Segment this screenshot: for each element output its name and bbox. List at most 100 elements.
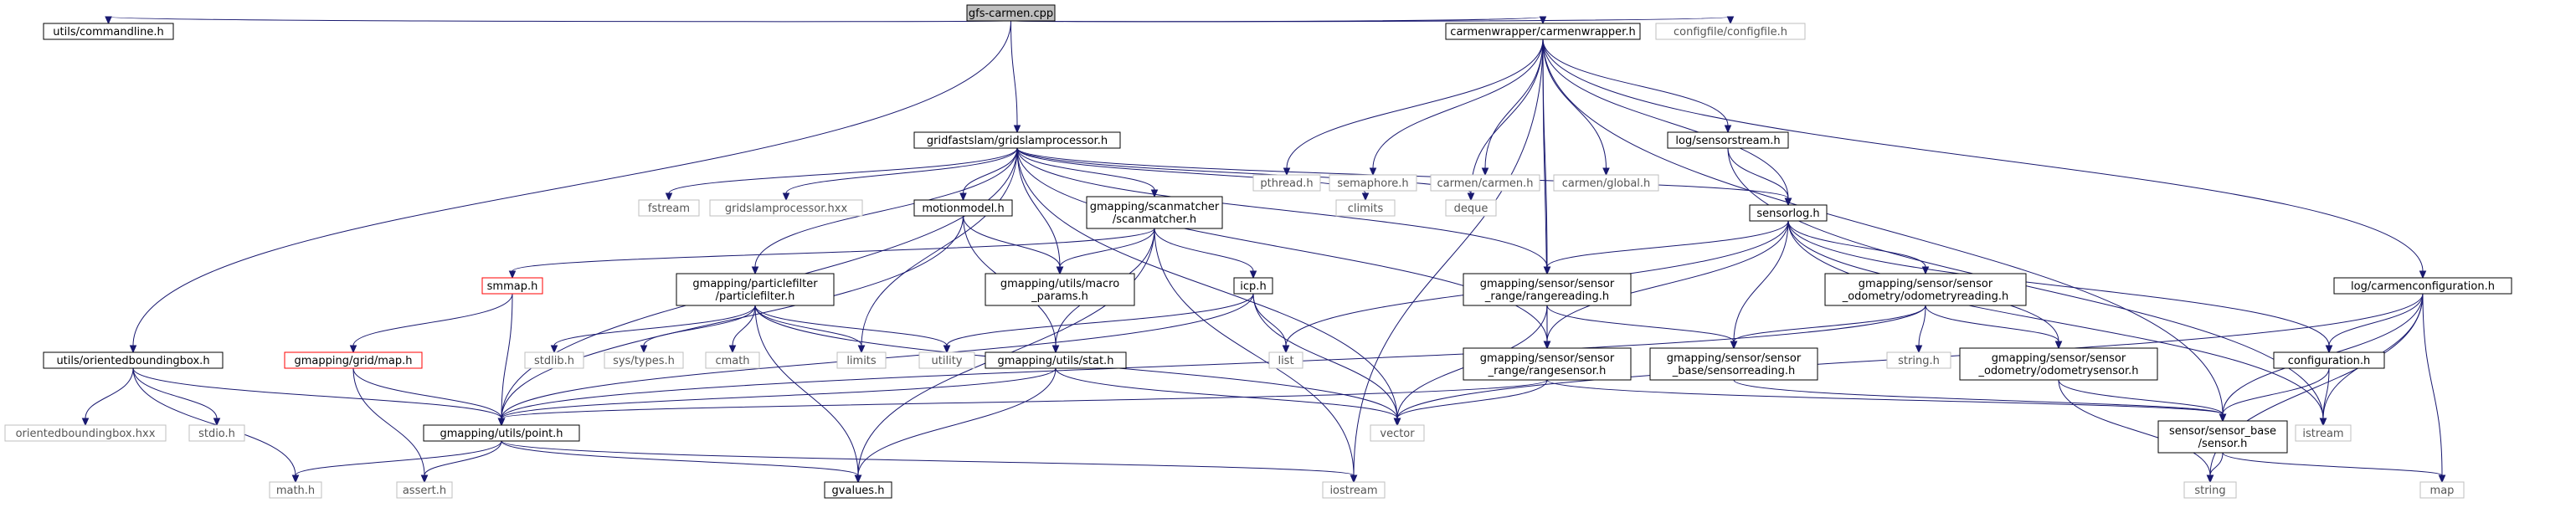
- node-label: gmapping/scanmatcher: [1090, 201, 1220, 213]
- edge-particlefilter-to-stdlib: [550, 305, 756, 354]
- arrowhead: [2206, 474, 2214, 484]
- node-label: limits: [846, 355, 877, 367]
- node-box: [1322, 481, 1386, 499]
- arrowhead: [1730, 341, 1738, 350]
- arrowhead: [1282, 345, 1290, 354]
- arrowhead: [1724, 125, 1732, 134]
- edge-point-to-gvalues: [501, 440, 862, 484]
- arrowhead: [1249, 270, 1257, 280]
- edge-odometrysensor-to-sensor: [2058, 379, 2227, 423]
- node-obb_hxx: orientedboundingbox.hxx: [4, 424, 167, 442]
- node-box: [188, 424, 245, 442]
- node-motionmodel[interactable]: motionmodel.h: [913, 199, 1013, 217]
- arrowhead: [2419, 270, 2427, 280]
- node-label: gfs-carmen.cpp: [969, 8, 1053, 20]
- node-vector: vector: [1370, 424, 1425, 442]
- edge-sensorstream-to-sensorlog: [1727, 147, 1792, 207]
- edge-orientedbb-to-stdio: [132, 367, 221, 427]
- edge-root-to-carmenwrapper: [1010, 16, 1547, 25]
- node-box: [1749, 204, 1828, 222]
- node-mapstd: map: [2419, 481, 2465, 499]
- node-label: string: [2194, 485, 2225, 497]
- node-sensorlog[interactable]: sensorlog.h: [1749, 204, 1828, 222]
- edge-rangereading-to-rangesensor: [1543, 305, 1551, 350]
- node-point[interactable]: gmapping/utils/point.h: [423, 424, 580, 442]
- node-box: [524, 351, 584, 369]
- node-carmenwrapper[interactable]: carmenwrapper/carmenwrapper.h: [1445, 23, 1641, 40]
- node-label: motionmodel.h: [922, 203, 1004, 215]
- edge-smmap-to-point: [497, 293, 513, 427]
- node-box: [2273, 351, 2385, 369]
- arrowhead: [291, 474, 300, 484]
- edge-carmenconfiguration-to-string: [2206, 293, 2424, 484]
- node-label: gmapping/utils/point.h: [440, 428, 563, 440]
- node-math: math.h: [269, 481, 322, 499]
- node-box: [423, 424, 580, 442]
- node-box: [966, 4, 1056, 22]
- node-global: carmen/global.h: [1553, 174, 1659, 192]
- node-label: _base/sensorreading.h: [1672, 365, 1795, 377]
- node-odometryreading[interactable]: gmapping/sensor/sensor_odometry/odometry…: [1824, 273, 2027, 306]
- node-rangereading[interactable]: gmapping/sensor/sensor_range/rangereadin…: [1463, 273, 1632, 306]
- arrowhead: [1726, 16, 1735, 25]
- node-sensor[interactable]: sensor/sensor_base/sensor.h: [2157, 420, 2288, 454]
- node-label: log/carmenconfiguration.h: [2351, 280, 2495, 293]
- node-commandline[interactable]: utils/commandline.h: [43, 23, 174, 40]
- node-list: list: [1268, 351, 1303, 369]
- node-orientedbb[interactable]: utils/orientedboundingbox.h: [43, 351, 224, 369]
- edge-odometryreading-to-odometrysensor: [1925, 305, 2063, 350]
- node-stat[interactable]: gmapping/utils/stat.h: [985, 351, 1127, 369]
- edge-carmenwrapper-to-semaphore: [1369, 38, 1544, 177]
- node-label: configfile/configfile.h: [1674, 26, 1787, 38]
- node-configuration[interactable]: configuration.h: [2273, 351, 2385, 369]
- edge-point-to-math: [291, 440, 502, 484]
- node-particlefilter[interactable]: gmapping/particlefilter/particlefilter.h: [676, 273, 835, 306]
- arrowhead: [129, 345, 137, 354]
- edge-sensorlog-to-istream: [1787, 220, 2327, 427]
- arrowhead: [1350, 474, 1358, 484]
- node-sensorstream[interactable]: log/sensorstream.h: [1667, 131, 1789, 149]
- arrowhead: [751, 266, 759, 275]
- arrowhead: [959, 192, 967, 202]
- arrowhead: [1481, 167, 1489, 177]
- node-root: gfs-carmen.cpp: [966, 4, 1056, 22]
- arrowhead: [857, 345, 866, 354]
- node-label: gmapping/sensor/sensor: [1480, 352, 1615, 365]
- arrowhead: [81, 418, 90, 427]
- node-box: [1959, 347, 2158, 381]
- node-label: configuration.h: [2288, 355, 2371, 367]
- node-box: [1370, 424, 1425, 442]
- node-label: /scanmatcher.h: [1113, 213, 1196, 226]
- node-box: [1463, 347, 1632, 381]
- node-label: _odometry/odometrysensor.h: [1977, 365, 2138, 377]
- node-label: gmapping/grid/map.h: [295, 355, 413, 367]
- node-box: [1335, 199, 1396, 217]
- edge-configuration-to-sensor: [2219, 367, 2330, 423]
- edge-gridslamprocessor-to-particlefilter: [751, 147, 1018, 275]
- node-box: [1886, 351, 1951, 369]
- arrowhead: [1150, 189, 1159, 198]
- arrowhead: [665, 192, 673, 202]
- node-carmen: carmen/carmen.h: [1430, 174, 1540, 192]
- node-icp[interactable]: icp.h: [1233, 277, 1273, 295]
- node-box: [638, 199, 700, 217]
- node-rangesensor[interactable]: gmapping/sensor/sensor_range/rangesensor…: [1463, 347, 1632, 381]
- node-scanmatcher[interactable]: gmapping/scanmatcher/scanmatcher.h: [1086, 196, 1223, 229]
- node-map: gmapping/grid/map.h: [284, 351, 423, 369]
- node-gvalues[interactable]: gvalues.h: [824, 481, 892, 499]
- node-macro_params[interactable]: gmapping/utils/macro_params.h: [985, 273, 1135, 306]
- node-carmenconfiguration[interactable]: log/carmenconfiguration.h: [2333, 277, 2512, 295]
- node-climits: climits: [1335, 199, 1396, 217]
- node-label: pthread.h: [1260, 177, 1313, 190]
- edge-scanmatcher-to-macro_params: [1056, 228, 1155, 275]
- node-label: _odometry/odometryreading.h: [1842, 290, 2009, 303]
- node-sensorreading[interactable]: gmapping/sensor/sensor_base/sensorreadin…: [1649, 347, 1818, 381]
- node-label: stdio.h: [198, 428, 235, 440]
- node-label: iostream: [1329, 485, 1377, 497]
- node-gridslamprocessor[interactable]: gridfastslam/gridslamprocessor.h: [913, 131, 1121, 149]
- node-utility: utility: [918, 351, 975, 369]
- edge-scanmatcher-to-icp: [1154, 228, 1257, 280]
- node-odometrysensor[interactable]: gmapping/sensor/sensor_odometry/odometry…: [1959, 347, 2158, 381]
- arrowhead: [782, 192, 790, 202]
- node-label: utils/orientedboundingbox.h: [56, 355, 209, 367]
